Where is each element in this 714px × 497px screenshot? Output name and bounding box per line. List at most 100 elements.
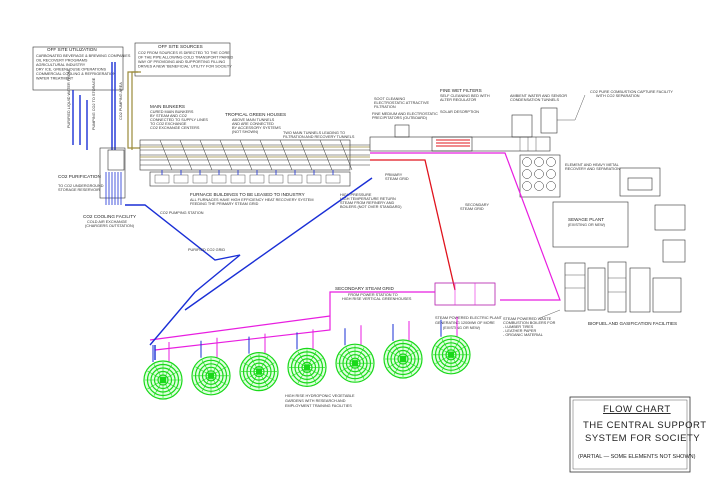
high-pressure-line: HIGH TEMPERATURE RETURN xyxy=(340,197,396,201)
greenhouse-strut xyxy=(219,139,233,171)
greenhouse-strut xyxy=(279,139,293,171)
soot-cleaning-title: SOOT CLEANING xyxy=(374,97,405,101)
furnace-unit xyxy=(211,174,227,184)
electric-plant xyxy=(434,282,496,306)
off-site-sources-line: OF THE PIPE ALLOWING COLD TRANSPORT PAIR… xyxy=(138,56,233,60)
tropical-line: (NOT SHOWN) xyxy=(232,130,259,134)
high-rise-label: HIGH RISE HYDROPONIC VEGETABLE xyxy=(285,394,355,398)
steam-waste-leader xyxy=(539,309,561,319)
greenhouse-strut xyxy=(159,139,173,171)
high-pressure-line: BOILERS (NOT OVER STANDARD) xyxy=(340,205,402,209)
hydroponic-gardens xyxy=(143,335,471,400)
hydroponic-garden xyxy=(287,347,327,387)
soot-line: ELECTROSTATIC ATTRACTIVE xyxy=(374,101,430,105)
co2-storage-label: TO CO2 UNDERGROUND xyxy=(58,184,104,188)
furnace-buildings xyxy=(149,170,351,187)
purified-co2-grid xyxy=(125,177,373,360)
furnace-line: FEEDING THE PRIMARY STEAM GRID xyxy=(190,202,259,206)
hydroponic-garden xyxy=(239,352,279,392)
co2-cooling-label-3: (CHARGERS OUTSTATION) xyxy=(85,224,135,228)
off-site-sources-line: WAY OF PROVIDING AND SUPPORTING FILLING xyxy=(138,60,225,64)
furnace-unit xyxy=(325,174,341,184)
hydroponic-garden xyxy=(383,339,423,379)
furnace-unit xyxy=(249,174,265,184)
primary-steam-label-2: STEAM GRID xyxy=(385,177,409,181)
ambient-water-label: AMBIENT WATER AND SENSOR xyxy=(510,94,567,98)
title-note: (PARTIAL — SOME ELEMENTS NOT SHOWN) xyxy=(578,454,696,460)
sewage-plant-sub: (EXISTING OR NEW) xyxy=(568,223,606,227)
off-site-utilization-line: COMMERCIAL COOLING & REFRIGERATION xyxy=(36,72,116,76)
steam-waste-title: STEAM POWERED WASTE xyxy=(503,317,552,321)
co2-pumping-label: CO2 PUMPING STATION xyxy=(160,211,204,215)
left-vertical-label: PUMPING CO2 TO STORAGE xyxy=(92,77,96,130)
metal-recovery-tank xyxy=(546,157,556,167)
metal-recovery-tank xyxy=(534,169,544,179)
off-site-utilization-box: OFF SITE UTILIZATION CARBONATED BEVERAGE… xyxy=(32,46,131,91)
co2-cooling-label: CO2 COOLING FACILITY xyxy=(83,214,136,219)
hydroponic-garden xyxy=(143,360,183,400)
fine-wet-filters-title: FINE WET FILTERS xyxy=(440,88,482,93)
sewage-plant xyxy=(552,167,686,263)
electric-plant-label-2: GENERATING 1200MW OF MORE xyxy=(435,321,495,325)
electric-plant-label-3: (EXISTING OR NEW) xyxy=(443,326,481,330)
greenhouse-strut xyxy=(259,139,273,171)
secondary-steam-line: HIGH RISE VERTICAL GREENHOUSES xyxy=(342,297,412,301)
secondary-steam-right xyxy=(370,152,561,301)
metal-recovery-label: ELEMENT AND HEAVY METAL xyxy=(565,163,619,167)
main-bunkers-title: MAIN BUNKERS xyxy=(150,104,185,109)
secondary-steam-line: FROM POWER STATION TO xyxy=(348,293,398,297)
main-bunkers-line: CONNECTED TO SUPPLY LINES xyxy=(150,118,208,122)
co2-capture-label-2: WITH CO2 SEPARATION xyxy=(596,94,640,98)
ambient-water-label-2: CONDENSATION TUNNELS xyxy=(510,98,559,102)
title-line-2: SYSTEM FOR SOCIETY xyxy=(585,433,700,444)
metal-recovery-label-2: RECOVERY AND SEPARATION xyxy=(565,167,620,171)
tropical-line: AND ARE CONNECTED xyxy=(232,122,274,126)
main-tunnel xyxy=(139,139,370,171)
metal-recovery-tank xyxy=(534,157,544,167)
furnace-line: ALL FURNACES HAVE HIGH EFFICIENCY HEAT R… xyxy=(190,198,314,202)
off-site-utilization-line: OIL RECOVERY PROGRAMS xyxy=(36,59,88,63)
high-pressure-line: STEAM FROM REFINERY AND xyxy=(340,201,395,205)
metal-recovery-tank xyxy=(522,181,532,191)
left-co2-pipes xyxy=(72,62,116,150)
metal-recovery-tank xyxy=(534,181,544,191)
title-heading: FLOW CHART xyxy=(603,404,671,415)
co2-capture-label: CO2 PURE COMBUSTION CAPTURE FACILITY xyxy=(590,90,673,94)
hydroponic-garden xyxy=(191,356,231,396)
furnace-unit xyxy=(192,174,208,184)
furnace-unit xyxy=(154,174,170,184)
high-rise-label-3: EMPLOYMENT TRAINING FACILITIES xyxy=(285,404,352,408)
greenhouse-strut xyxy=(339,139,353,171)
furnace-unit xyxy=(306,174,322,184)
off-site-sources-line: CO2 FROM SOURCES IS DIRECTED TO THE CORE xyxy=(138,51,230,55)
steam-waste-line: - ORGANIC MATERIAL xyxy=(503,333,543,337)
co2-capture-leader xyxy=(557,94,586,121)
furnace-unit xyxy=(230,174,246,184)
filtration-pipeline xyxy=(369,107,558,152)
soot-line: FILTRATION xyxy=(374,105,396,109)
metal-recovery-tank xyxy=(522,157,532,167)
fine-wet-line: ALTER REGULATOR xyxy=(440,98,477,102)
co2-purification-building xyxy=(99,147,126,205)
co2-storage-label-2: STORAGE RESERVOIR xyxy=(58,188,100,192)
co2-purification-label: CO2 PURIFICATION xyxy=(58,174,101,179)
left-vertical-label: CO2 PUMPING AREA xyxy=(119,82,123,120)
steam-waste-line: - LUMBER TIRES xyxy=(503,325,534,329)
off-site-utilization-line: WATER TREATMENT xyxy=(36,77,74,81)
two-main-tunnels-label: TWO MAIN TUNNELS LEADING TO xyxy=(283,131,345,135)
tropical-line: ABOVE MAIN TUNNELS xyxy=(232,118,275,122)
tropical-line: BY ACCESSORY SYSTEMS xyxy=(232,126,281,130)
off-site-sources-line: DRIVES A NEW 'BENEFICIAL' UTILITY FOR SO… xyxy=(138,65,232,69)
fine-wet-line: SELF CLEANING BED WITH xyxy=(440,94,490,98)
electric-plant-label: STEAM POWERED ELECTRIC PLANT xyxy=(435,316,503,320)
tropical-greenhouses-title: TROPICAL GREEN HOUSES xyxy=(225,112,286,117)
main-bunkers-line: CURED MAIN BUNKERS xyxy=(150,110,194,114)
metal-recovery-tank xyxy=(546,169,556,179)
title-line-1: THE CENTRAL SUPPORT xyxy=(583,420,707,431)
furnace-unit xyxy=(287,174,303,184)
off-site-sources-title: OFF SITE SOURCES xyxy=(158,44,203,49)
furnace-unit xyxy=(173,174,189,184)
garden-drops xyxy=(152,316,458,362)
solar-desorption-label: SOLAR DESORPTION xyxy=(440,110,479,114)
hydroponic-garden xyxy=(431,335,471,375)
